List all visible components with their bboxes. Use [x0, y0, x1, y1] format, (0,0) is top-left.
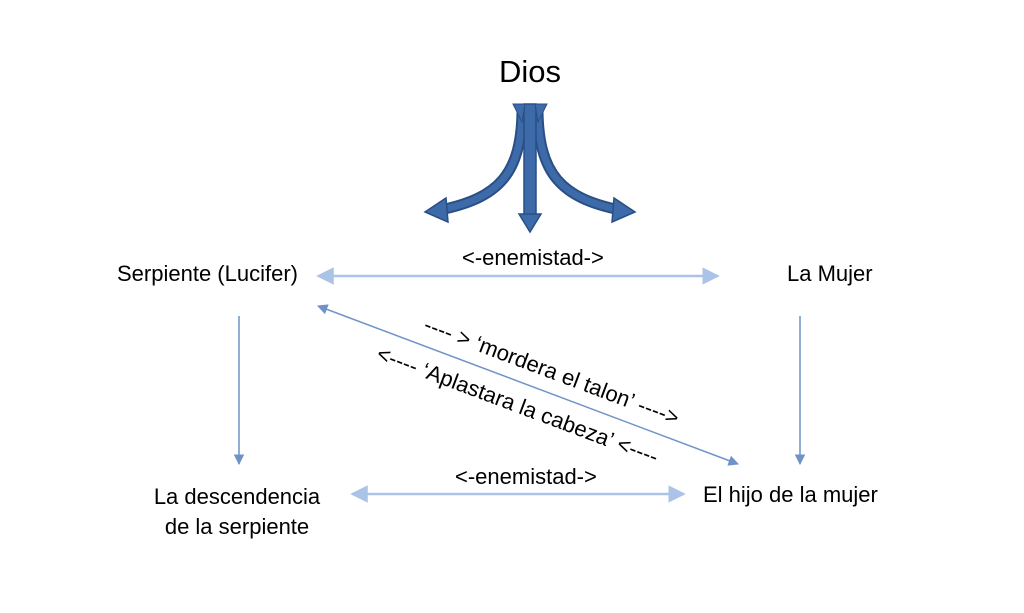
serpent-node: Serpiente (Lucifer)	[117, 261, 298, 286]
serpent-offspring-node: La descendencia de la serpiente	[137, 482, 337, 542]
top-enmity-label: <-enemistad->	[462, 245, 604, 270]
god-label: Dios	[499, 54, 562, 89]
diagonal-conflict-arrow	[317, 304, 739, 466]
woman-node: La Mujer	[787, 261, 873, 286]
divergent-arrow-icon	[423, 103, 637, 234]
serpent-offspring-line-1: La descendencia	[153, 484, 321, 509]
woman-son-node: El hijo de la mujer	[703, 482, 878, 507]
bottom-enmity-label: <-enemistad->	[455, 464, 597, 489]
serpent-offspring-line-2: de la serpiente	[164, 514, 310, 539]
